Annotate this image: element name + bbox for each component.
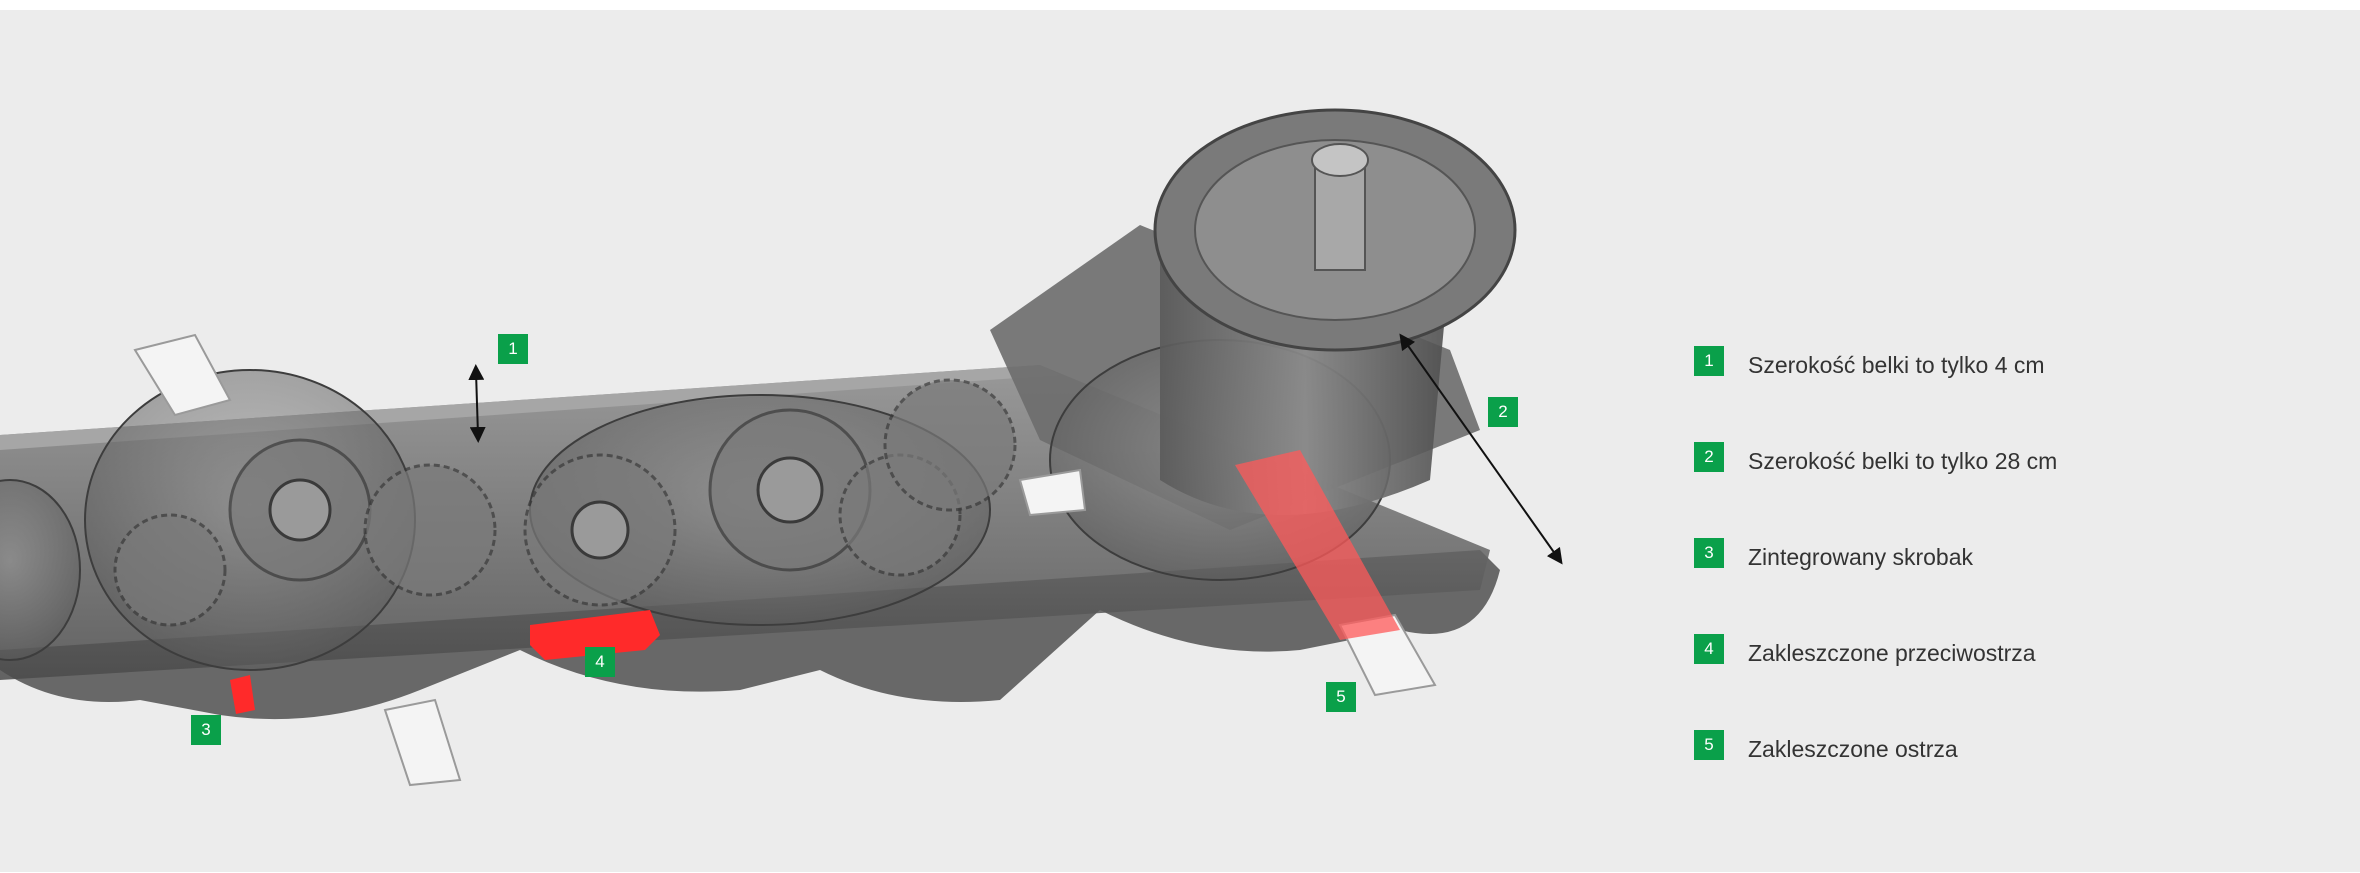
mower-cutterbar-illustration <box>0 108 1563 787</box>
legend-label: Zakleszczone przeciwostrza <box>1748 640 2036 666</box>
legend-item-1: 1 Szerokość belki to tylko 4 cm <box>1694 346 2314 380</box>
legend-number: 2 <box>1694 442 1724 472</box>
legend-label: Szerokość belki to tylko 28 cm <box>1748 448 2058 474</box>
legend-label: Szerokość belki to tylko 4 cm <box>1748 352 2045 378</box>
legend-item-4: 4 Zakleszczone przeciwostrza <box>1694 634 2314 668</box>
legend-label: Zakleszczone ostrza <box>1748 736 1958 762</box>
drive-gears <box>113 378 1017 627</box>
legend-item-5: 5 Zakleszczone ostrza <box>1694 730 2314 764</box>
blades <box>133 333 1437 787</box>
legend-item-3: 3 Zintegrowany skrobak <box>1694 538 2314 572</box>
legend-number: 5 <box>1694 730 1724 760</box>
arrow-beam-width <box>1399 333 1563 565</box>
callout-marker-2: 2 <box>1488 397 1518 427</box>
gearbox-housing <box>1153 108 1517 515</box>
legend-label: Zintegrowany skrobak <box>1748 544 1973 570</box>
legend-item-2: 2 Szerokość belki to tylko 28 cm <box>1694 442 2314 476</box>
legend-number: 3 <box>1694 538 1724 568</box>
highlighted-scraper <box>230 675 255 714</box>
legend-number: 1 <box>1694 346 1724 376</box>
highlighted-counter-knife <box>530 610 660 660</box>
diagram-canvas: 1 2 3 4 5 1 Szerokość belki to tylko 4 c… <box>0 10 2360 872</box>
highlighted-blade <box>1235 450 1400 640</box>
callout-marker-1: 1 <box>498 334 528 364</box>
callout-marker-4: 4 <box>585 647 615 677</box>
callout-marker-5: 5 <box>1326 682 1356 712</box>
legend-number: 4 <box>1694 634 1724 664</box>
arrow-beam-height <box>468 364 486 443</box>
highlighted-parts <box>230 450 1400 714</box>
callout-marker-3: 3 <box>191 715 221 745</box>
